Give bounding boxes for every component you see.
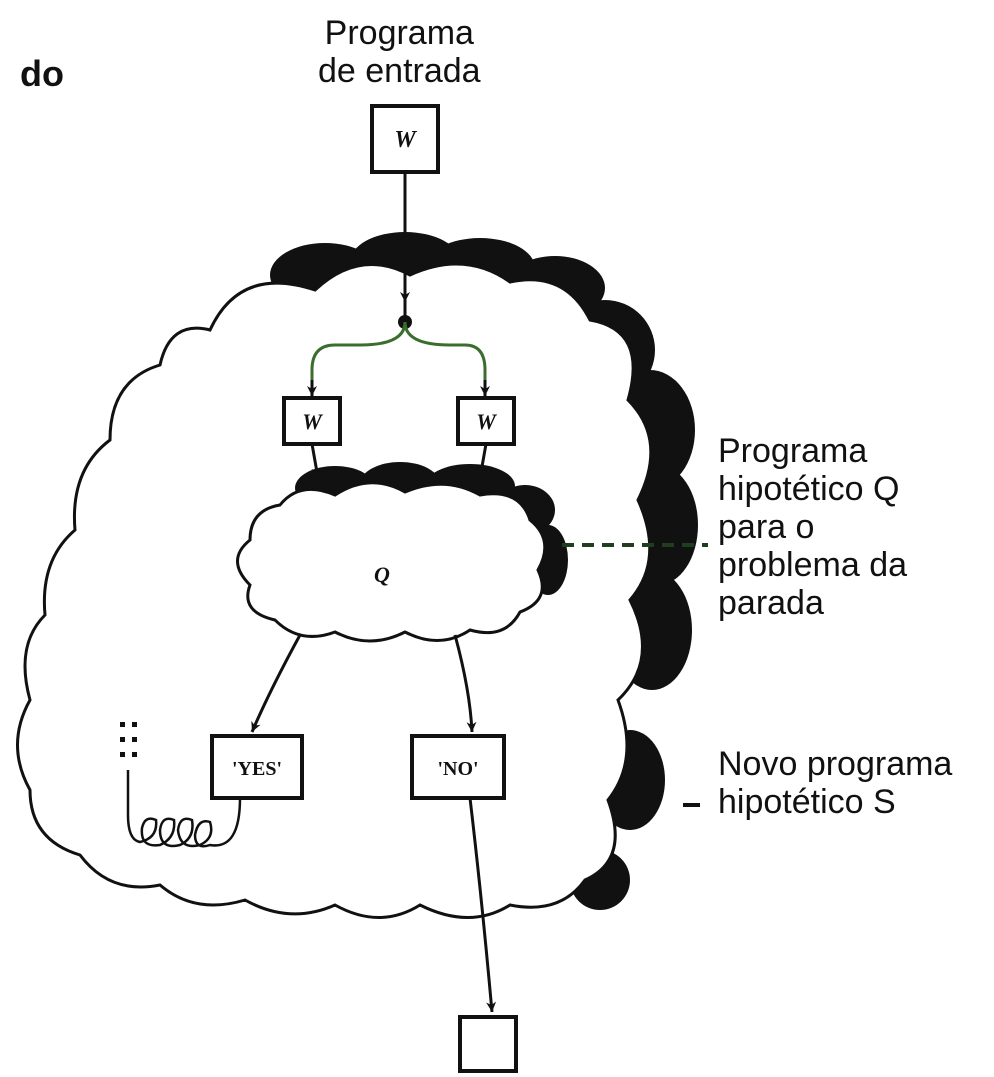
no-box: 'NO' xyxy=(410,734,506,800)
input-program-label-line: Programa xyxy=(324,14,474,52)
copy-box-left: W xyxy=(282,396,342,446)
program-q-caption-line: problema da xyxy=(718,546,908,584)
program-q-label: Q xyxy=(374,562,390,587)
program-s-caption-line: Novo programa xyxy=(718,745,953,783)
arrow-right-to-q xyxy=(476,443,488,479)
output-box xyxy=(458,1015,518,1073)
program-s-caption-line: hipotético S xyxy=(718,783,896,821)
program-q-caption-line: hipotético Q xyxy=(718,470,900,508)
branch-left-arrow xyxy=(310,321,407,392)
no-box-label: 'NO' xyxy=(437,758,478,780)
program-q-caption-line: para o xyxy=(718,508,815,546)
arrow-q-to-no xyxy=(453,634,477,733)
copy-box-right: W xyxy=(456,396,516,446)
yes-box-label: 'YES' xyxy=(232,758,282,780)
program-s-caption: Novo programa hipotético S xyxy=(718,745,952,821)
program-q-caption: Programa hipotético Q para o problema da… xyxy=(718,432,907,622)
input-program-label-line: de entrada xyxy=(318,52,481,90)
copy-box-left-label: W xyxy=(302,409,323,434)
yes-box: 'YES' xyxy=(210,734,304,800)
arrow-q-to-yes xyxy=(250,634,302,733)
arrow-no-to-output xyxy=(468,797,497,1013)
corner-text: do xyxy=(20,53,64,94)
arrow-left-to-q xyxy=(310,443,322,479)
input-program-label: Programa de entrada xyxy=(318,14,481,90)
infinite-loop-spring xyxy=(126,770,242,848)
branch-right-arrow xyxy=(403,321,487,392)
loop-dots xyxy=(120,722,137,757)
input-box: W xyxy=(370,104,440,174)
program-q-caption-line: parada xyxy=(718,584,824,622)
program-q-cloud xyxy=(236,481,547,643)
program-q-caption-line: Programa xyxy=(718,432,868,470)
copy-box-right-label: W xyxy=(476,409,497,434)
input-box-label: W xyxy=(394,127,417,153)
